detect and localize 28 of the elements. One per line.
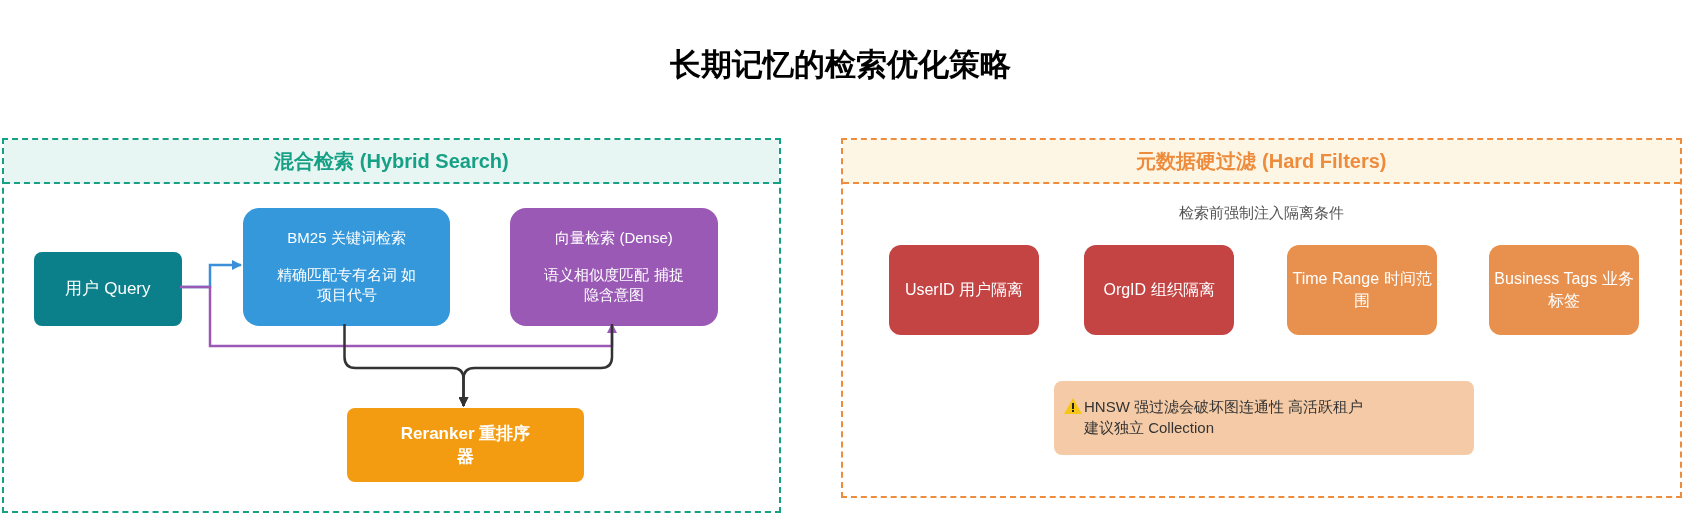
node-text: 向量检索 (Dense): [555, 228, 673, 249]
hard-filters-panel: [841, 138, 1682, 498]
node-text: OrgID 组织隔离: [1103, 280, 1215, 300]
diagram-title: 长期记忆的检索优化策略: [668, 46, 1012, 84]
panel-title: 混合检索 (Hybrid Search): [274, 149, 509, 174]
filter-box: [889, 245, 1039, 335]
panel-subtitle: 检索前强制注入隔离条件: [1178, 203, 1345, 223]
node-text: BM25 关键词检索: [287, 228, 406, 249]
process-box: [510, 208, 718, 326]
reranker-box: [347, 408, 584, 482]
arrow: [458, 324, 614, 407]
query-box: [34, 252, 182, 326]
node-text: HNSW 强过滤会破坏图连通性 高活跃租户建议独立 Collection: [1084, 397, 1365, 438]
node-text: Time Range 时间范围: [1292, 269, 1432, 311]
filter-box: [1084, 245, 1234, 335]
node-text: 用户 Query: [65, 278, 151, 301]
hybrid-search-panel: [2, 138, 781, 513]
filter-box: [1489, 245, 1639, 335]
warning-note-box: [1054, 381, 1474, 455]
node-text: Reranker 重排序器: [399, 422, 532, 468]
node-text: UserID 用户隔离: [904, 280, 1024, 300]
node-text: Business Tags 业务标签: [1494, 269, 1634, 311]
node-text: 语义相似度匹配 捕捉隐含意图: [544, 264, 684, 306]
panel-title: 元数据硬过滤 (Hard Filters): [1136, 149, 1387, 174]
arrow: [180, 285, 617, 348]
node-text: 精确匹配专有名词 如项目代号: [276, 264, 417, 306]
process-box: [243, 208, 450, 326]
filter-box: [1287, 245, 1437, 335]
